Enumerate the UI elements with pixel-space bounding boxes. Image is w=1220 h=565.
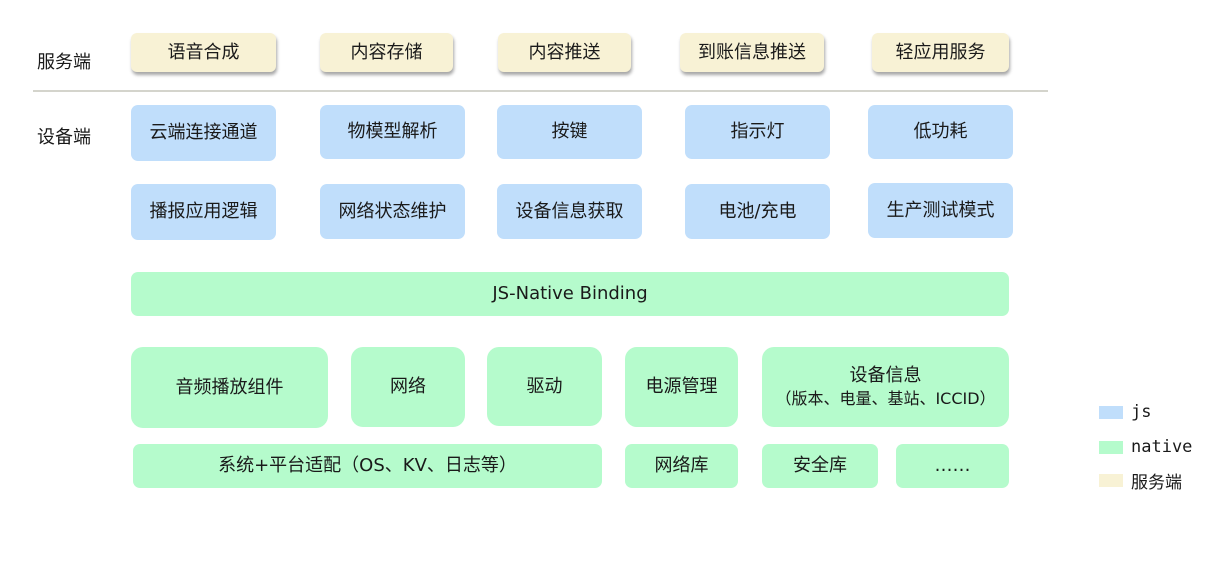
legend-swatch-server	[1099, 474, 1123, 487]
native-box-system-platform: 系统+平台适配（OS、KV、日志等）	[133, 444, 602, 488]
js-box-low-power: 低功耗	[868, 105, 1013, 159]
server-box-light-app: 轻应用服务	[872, 33, 1009, 72]
legend-swatch-native	[1099, 440, 1123, 454]
native-device-info-title: 设备信息	[849, 365, 922, 387]
js-box-network-status: 网络状态维护	[320, 184, 465, 239]
js-box-device-info-get: 设备信息获取	[497, 184, 642, 239]
server-box-content-storage: 内容存储	[320, 33, 453, 72]
layer-divider	[33, 90, 1048, 92]
native-box-device-info: 设备信息 （版本、电量、基站、ICCID）	[762, 347, 1009, 427]
js-box-cloud-channel: 云端连接通道	[131, 105, 276, 161]
server-box-payment-push: 到账信息推送	[680, 33, 824, 72]
legend-label-js: js	[1131, 402, 1152, 422]
native-box-driver: 驱动	[487, 347, 602, 426]
js-box-indicator: 指示灯	[685, 105, 830, 159]
legend-label-native: native	[1131, 437, 1193, 457]
js-native-binding-bar: JS-Native Binding	[131, 272, 1009, 316]
legend-item-js: js	[1099, 402, 1151, 422]
native-device-info-detail: （版本、电量、基站、ICCID）	[775, 389, 996, 409]
legend-label-server: 服务端	[1131, 473, 1182, 493]
js-box-factory-test: 生产测试模式	[868, 183, 1013, 238]
js-box-broadcast-logic: 播报应用逻辑	[131, 184, 276, 240]
native-box-power: 电源管理	[625, 347, 738, 427]
native-box-more: ……	[896, 444, 1009, 488]
server-box-tts: 语音合成	[131, 33, 276, 72]
js-box-battery: 电池/充电	[685, 184, 830, 239]
legend-item-native: native	[1099, 437, 1192, 457]
server-box-content-push: 内容推送	[498, 33, 631, 72]
server-layer-label: 服务端	[37, 52, 91, 73]
device-layer-label: 设备端	[37, 127, 91, 148]
js-box-button: 按键	[497, 105, 642, 159]
legend-item-server: 服务端	[1099, 468, 1182, 493]
native-box-netlib: 网络库	[625, 444, 738, 488]
native-box-network: 网络	[351, 347, 465, 427]
native-box-seclib: 安全库	[762, 444, 878, 488]
js-box-thing-model: 物模型解析	[320, 105, 465, 159]
legend-swatch-js	[1099, 405, 1123, 419]
native-box-audio: 音频播放组件	[131, 347, 328, 428]
